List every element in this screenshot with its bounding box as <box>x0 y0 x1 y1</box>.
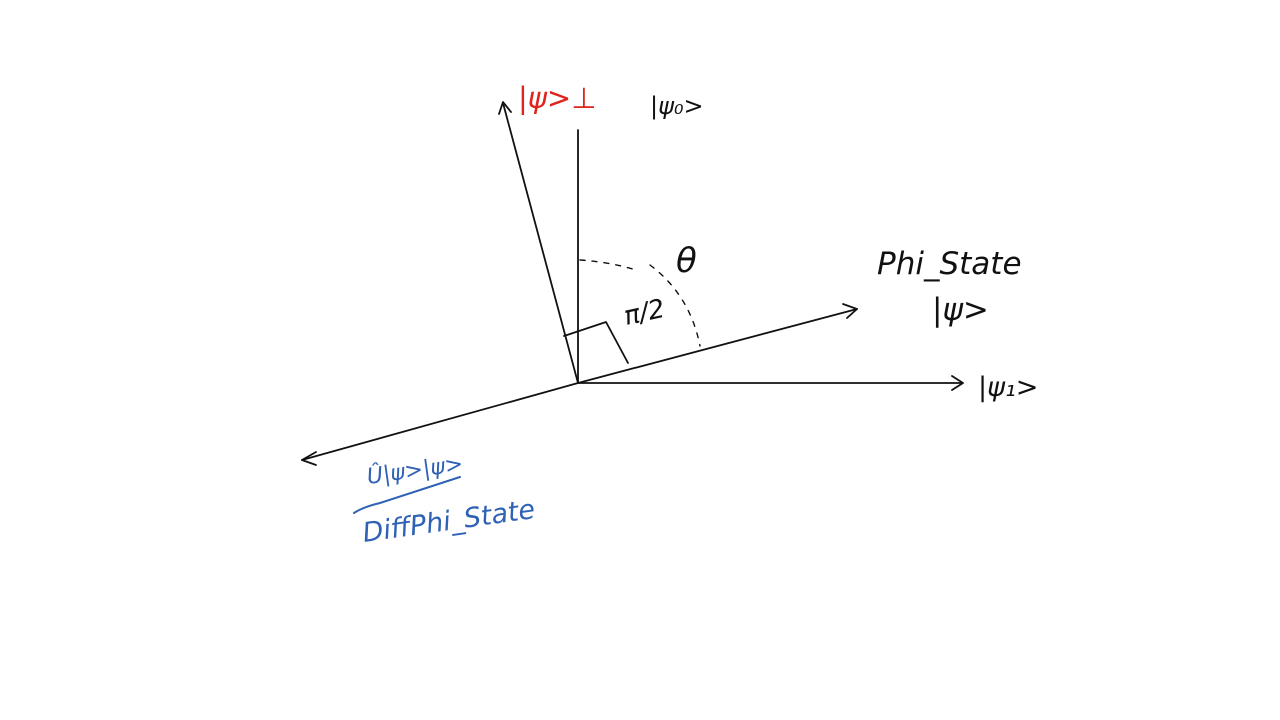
psi-perp-vector <box>502 102 579 384</box>
phi-state-name-label: Phi_State <box>877 246 1022 282</box>
u-psi-underline <box>353 476 461 514</box>
pi-half-arc <box>649 264 701 347</box>
psi-arrowhead <box>842 303 858 319</box>
diff-phi-arrowhead <box>301 451 317 466</box>
psi1-label: |ψ₁> <box>978 372 1038 403</box>
psi-perp-arrowhead <box>498 101 512 115</box>
theta-arc <box>579 259 637 271</box>
theta-label: θ <box>676 241 697 281</box>
u-psi-label: Û|ψ>|ψ> <box>365 451 465 490</box>
psi-label: |ψ> <box>932 292 989 328</box>
diff-phi-vector <box>301 382 579 461</box>
psi0-label: |ψ₀> <box>650 92 704 120</box>
psi-perp-label: |ψ>⊥ <box>518 81 596 115</box>
psi1-arrowhead <box>951 375 964 391</box>
pi-half-label: π/2 <box>621 294 667 332</box>
psi-vector <box>577 308 858 384</box>
diff-phi-state-label: DiffPhi_State <box>361 494 537 549</box>
right-angle-marker <box>563 321 629 364</box>
